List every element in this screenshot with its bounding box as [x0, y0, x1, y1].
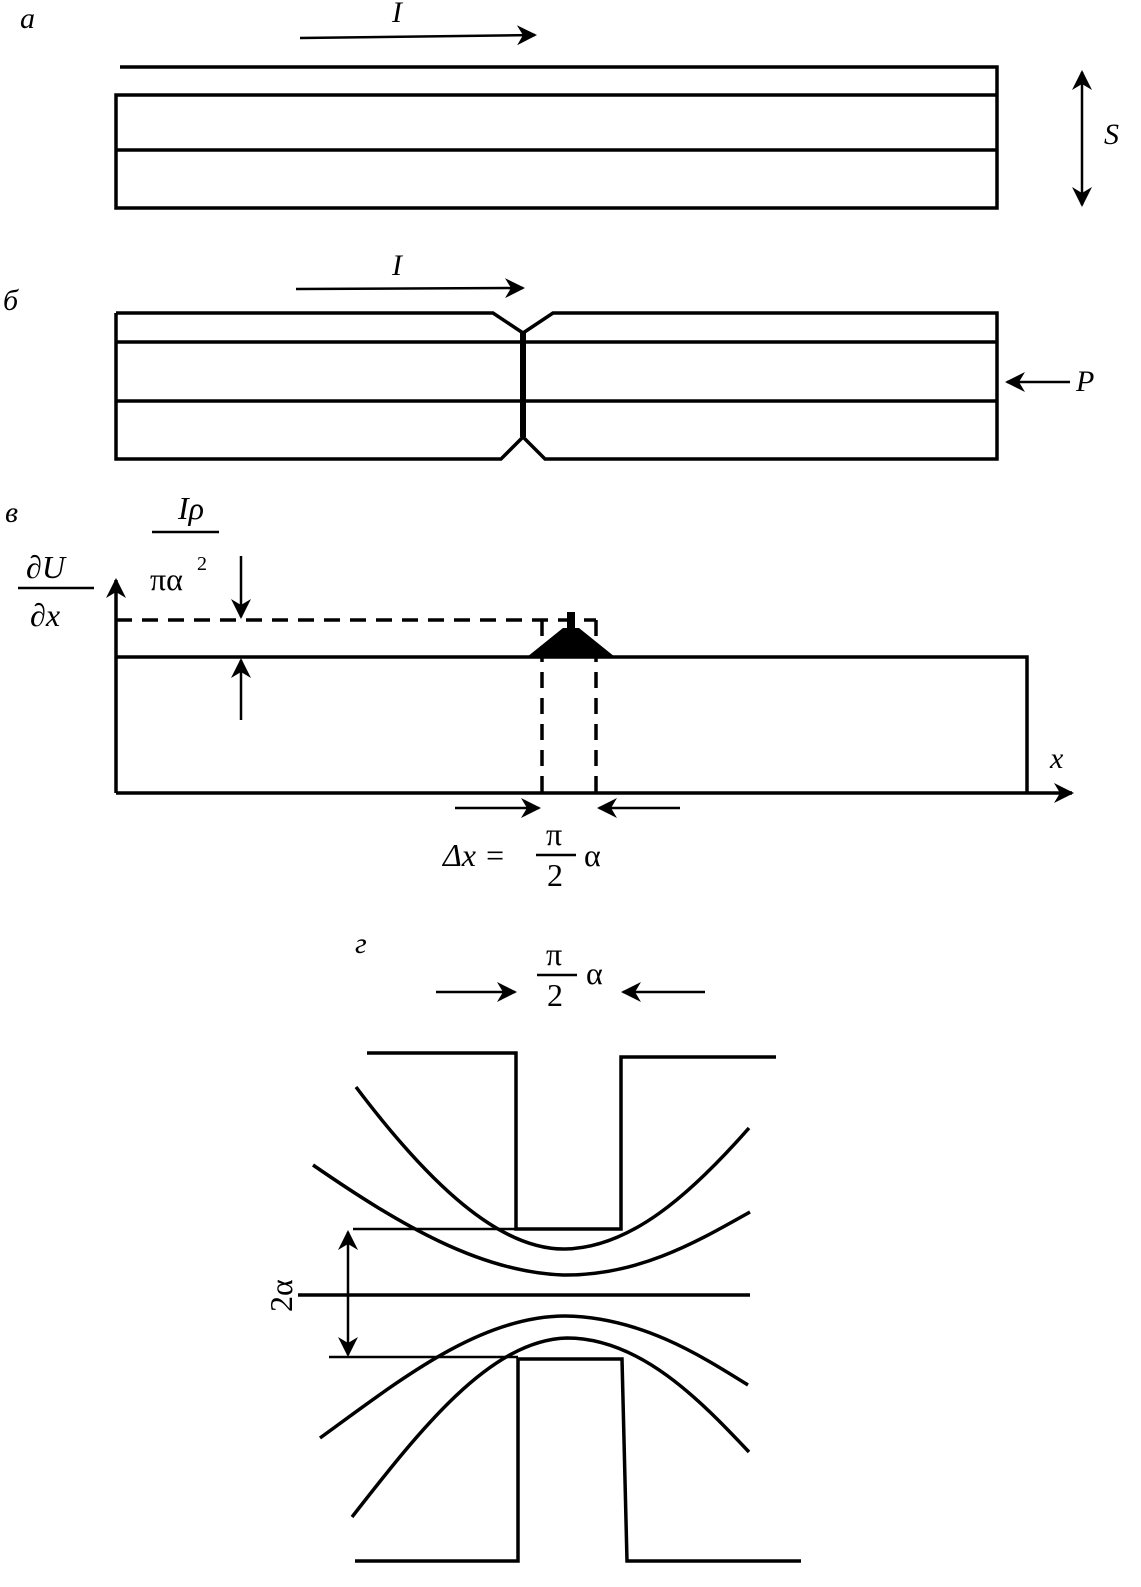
width-label: 2α: [263, 1279, 299, 1312]
panel-d: г π 2 α 2α: [263, 927, 801, 1563]
panel-d-tag: г: [355, 927, 367, 960]
panel-b-tag: б: [3, 284, 19, 317]
y-label-num: ∂U: [26, 549, 67, 585]
panel-a-tag: а: [20, 2, 35, 35]
current-label-b: I: [391, 249, 404, 282]
x-axis-label: x: [1049, 742, 1064, 775]
jump-label-exp: 2: [197, 553, 207, 575]
dx-tail: α: [584, 837, 601, 873]
panel-a: а I S: [20, 0, 1119, 210]
bar-pressed-outline: [114, 311, 999, 461]
dx-den: 2: [547, 857, 563, 893]
gap-num: π: [546, 936, 562, 972]
gap-tail: α: [586, 955, 603, 991]
panel-c: в ∂U ∂x Iρ πα 2 x Δx = π 2 α: [5, 490, 1074, 893]
bar-top-stack: [114, 65, 999, 210]
panel-b: б I P: [3, 249, 1094, 461]
thickness-label: S: [1104, 118, 1119, 151]
dx-lhs: Δx =: [441, 837, 506, 873]
gradient-curve: [116, 655, 1029, 793]
current-arrow-b: [295, 278, 525, 299]
jump-label-num: Iρ: [177, 490, 204, 526]
upper-contour: [367, 1051, 776, 1231]
lower-contour: [355, 1357, 801, 1563]
current-line-lower-1: [318, 1314, 749, 1440]
gradient-peak: [527, 612, 615, 657]
jump-label-den: πα: [150, 561, 183, 597]
force-label: P: [1075, 365, 1094, 398]
current-label-a: I: [391, 0, 404, 29]
dx-num: π: [546, 816, 562, 852]
current-line-upper-1: [354, 1085, 751, 1251]
panel-c-tag: в: [5, 496, 18, 529]
y-label-den: ∂x: [30, 597, 60, 633]
gap-den: 2: [547, 977, 563, 1013]
current-arrow-a: [299, 25, 537, 46]
current-line-lower-2: [350, 1336, 751, 1519]
current-line-upper-2: [312, 1163, 751, 1277]
